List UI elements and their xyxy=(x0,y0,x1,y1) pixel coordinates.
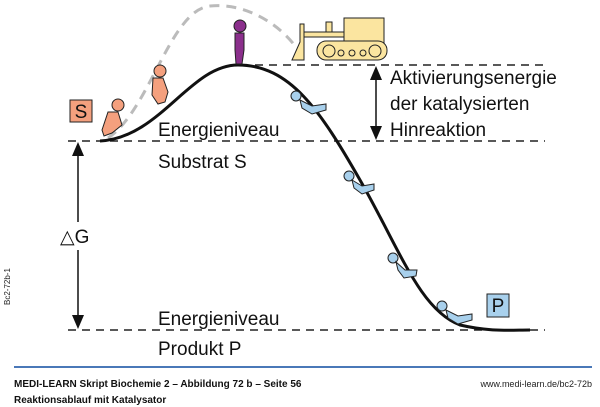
sliding-figure-2-icon xyxy=(343,170,375,195)
bulldozer-icon xyxy=(291,17,388,61)
side-code: Bc2-72b-1 xyxy=(3,268,12,305)
standing-figure-icon xyxy=(233,19,247,65)
substrate-box-label: S xyxy=(75,102,88,123)
product-level-label-2: Produkt P xyxy=(158,339,241,360)
activation-label-line-1: Aktivierungsenergie xyxy=(390,68,557,89)
activation-label-line-3: Hinreaktion xyxy=(390,120,486,141)
substrate-level-label-2: Substrat S xyxy=(158,152,247,173)
activation-energy-arrow xyxy=(370,66,382,140)
uncatalyzed-path xyxy=(107,4,307,140)
sliding-figure-3-icon xyxy=(387,252,418,279)
sliding-figure-1-icon xyxy=(290,90,327,115)
activation-label-line-2: der katalysierten xyxy=(390,94,529,115)
footer-title: MEDI-LEARN Skript Biochemie 2 – Abbildun… xyxy=(14,379,302,390)
substrate-box xyxy=(69,99,93,123)
delta-g-label: △G xyxy=(60,227,89,248)
substrate-level-label-1: Energieniveau xyxy=(158,120,279,141)
product-level-label-1: Energieniveau xyxy=(158,309,279,330)
energy-curve xyxy=(99,63,531,332)
climber-figure-2-icon xyxy=(151,64,169,105)
climber-figure-1-icon xyxy=(101,98,125,137)
product-box xyxy=(486,293,510,318)
sliding-figure-4-icon xyxy=(436,300,473,325)
delta-g-arrow xyxy=(72,142,84,329)
footer-subtitle: Reaktionsablauf mit Katalysator xyxy=(14,395,166,406)
footer-url: www.medi-learn.de/bc2-72b xyxy=(479,379,592,389)
product-box-label: P xyxy=(492,296,505,317)
